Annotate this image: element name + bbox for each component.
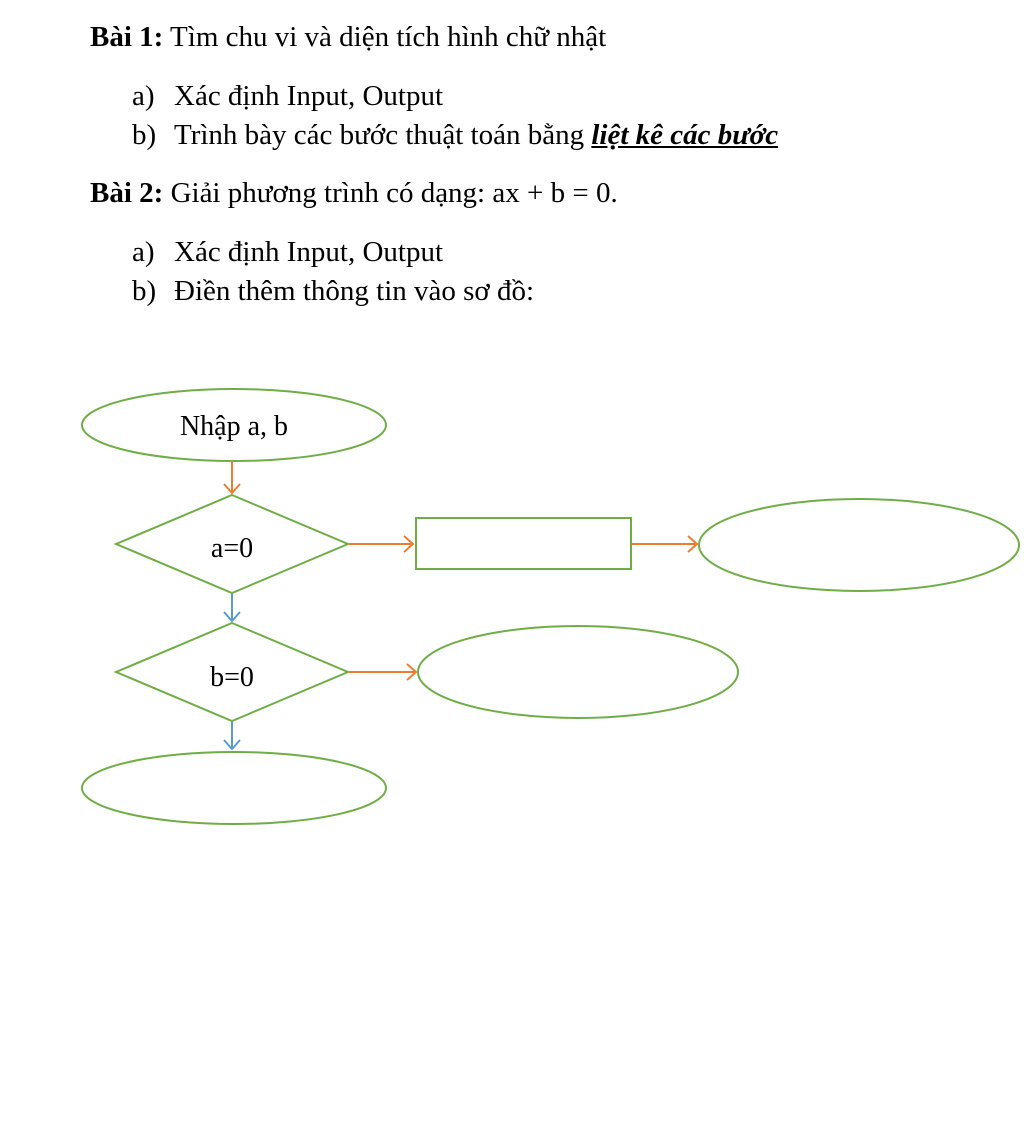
exercise2-title: Giải phương trình có dạng: ax + b = 0.: [170, 177, 618, 209]
start-label: Nhập a, b: [180, 411, 288, 442]
empty-output-ellipse-a: [698, 498, 1020, 592]
list-marker: a): [132, 80, 155, 112]
list-marker: b): [132, 275, 157, 307]
empty-process-box: [415, 517, 632, 570]
arrow-process-to-output: [631, 535, 699, 553]
exercise2-item-b-text: Điền thêm thông tin vào sơ đồ:: [174, 275, 535, 307]
exercise1-item-b: b) Trình bày các bước thuật toán bằng liệ…: [132, 118, 778, 152]
exercise2-item-b: b) Điền thêm thông tin vào sơ đồ:: [132, 274, 534, 308]
empty-output-ellipse-b: [417, 625, 739, 719]
exercise2-heading: Bài 2: Giải phương trình có dạng: ax + b…: [90, 176, 618, 210]
start-ellipse: [81, 388, 387, 462]
arrow-a-to-process: [348, 535, 415, 553]
list-marker: a): [132, 236, 155, 268]
exercise2-label: Bài 2:: [90, 177, 164, 209]
exercise2-item-a-text: Xác định Input, Output: [174, 236, 444, 268]
list-marker: b): [132, 119, 157, 151]
decision-a-label: a=0: [211, 533, 253, 564]
arrow-start-to-a: [223, 461, 241, 495]
decision-b-label: b=0: [210, 662, 254, 693]
arrow-b-to-bottom: [223, 721, 241, 751]
exercise1-heading: Bài 1: Tìm chu vi và diện tích hình chữ …: [90, 20, 606, 54]
emphasized-phrase: liệt kê các bước: [591, 119, 779, 151]
exercise2-item-a: a) Xác định Input, Output: [132, 235, 443, 269]
exercise1-item-b-text: Trình bày các bước thuật toán bằng: [174, 119, 592, 151]
empty-output-ellipse-bottom: [81, 751, 387, 825]
arrow-a-to-b: [223, 593, 241, 623]
exercise1-item-a: a) Xác định Input, Output: [132, 79, 443, 113]
exercise1-label: Bài 1:: [90, 21, 164, 53]
exercise1-title: Tìm chu vi và diện tích hình chữ nhật: [170, 21, 607, 53]
arrow-b-to-output: [348, 663, 418, 681]
exercise1-item-a-text: Xác định Input, Output: [174, 80, 444, 112]
